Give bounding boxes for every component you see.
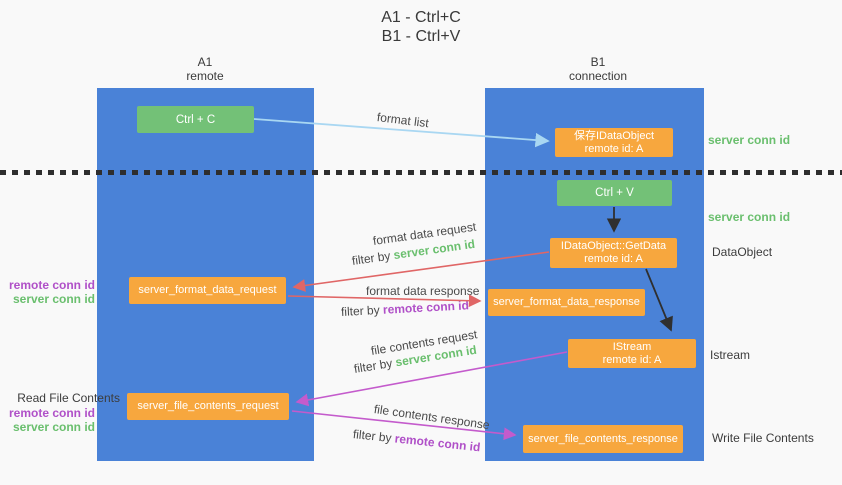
- title-line-2: B1 - Ctrl+V: [381, 28, 461, 45]
- label-block-conn-ids-bottom: remote conn id server conn id: [0, 406, 95, 434]
- column-header-a1: A1 remote: [135, 55, 275, 83]
- label-server-conn-id-mid-right: server conn id: [708, 210, 791, 224]
- filter-by-text: filter by: [351, 248, 395, 268]
- copy-paste-phase-divider: [0, 170, 842, 175]
- node-format-request-label: server_format_data_request: [138, 284, 277, 296]
- node-server-format-data-response: server_format_data_response: [488, 289, 645, 316]
- column-b1-name: B1: [590, 55, 606, 69]
- column-header-b1: B1 connection: [528, 55, 668, 83]
- remote-conn-id-text: remote conn id: [382, 298, 470, 317]
- remote-conn-id-text: remote conn id: [394, 431, 482, 455]
- caption-format-data-response: format data response: [366, 284, 480, 298]
- node-istream-line1: IStream: [612, 340, 652, 353]
- node-server-file-contents-response: server_file_contents_response: [523, 425, 683, 453]
- node-format-response-label: server_format_data_response: [493, 296, 640, 308]
- caption-filter-by-remote-conn-id-1: filter by remote conn id: [341, 298, 470, 319]
- label-remote-conn-id-bottom: remote conn id: [8, 406, 95, 420]
- column-a1-subtitle: remote: [186, 69, 224, 83]
- column-a1-name: A1: [197, 55, 213, 69]
- label-server-conn-id-bottom-left: server conn id: [12, 420, 95, 434]
- label-server-conn-id-mid-left: server conn id: [12, 292, 95, 306]
- filter-by-text: filter by: [352, 427, 396, 446]
- filter-by-text: filter by: [352, 355, 397, 376]
- node-server-file-contents-request: server_file_contents_request: [127, 393, 289, 420]
- column-b1-subtitle: connection: [568, 69, 628, 83]
- label-dataobject: DataObject: [712, 245, 773, 259]
- caption-filter-by-remote-conn-id-2: filter by remote conn id: [352, 427, 481, 454]
- label-remote-conn-id-mid: remote conn id: [8, 278, 95, 292]
- node-istream-line2: remote id: A: [602, 353, 662, 366]
- filter-by-text: filter by: [340, 302, 384, 319]
- node-getdata-line2: remote id: A: [584, 253, 643, 265]
- caption-file-contents-response: file contents response: [373, 402, 491, 433]
- label-read-file-contents: Read File Contents: [17, 391, 120, 405]
- node-server-format-data-request: server_format_data_request: [129, 277, 286, 304]
- node-save-idataobject: 保存IDataObject remote id: A: [555, 128, 673, 157]
- label-write-file-contents: Write File Contents: [712, 431, 814, 445]
- label-block-conn-ids-mid: remote conn id server conn id: [0, 278, 95, 306]
- title-line-1: A1 - Ctrl+C: [381, 9, 461, 26]
- diagram-title: A1 - Ctrl+C B1 - Ctrl+V: [0, 8, 842, 46]
- node-ctrl-v-label: Ctrl + V: [595, 187, 634, 199]
- node-file-request-label: server_file_contents_request: [137, 400, 279, 412]
- node-idataobject-getdata: IDataObject::GetData remote id: A: [550, 238, 677, 268]
- node-getdata-line1: IDataObject::GetData: [560, 240, 667, 252]
- node-save-idataobject-line2: remote id: A: [584, 142, 644, 155]
- caption-format-list: format list: [376, 110, 430, 131]
- node-ctrl-c-label: Ctrl + C: [175, 113, 216, 126]
- node-istream: IStream remote id: A: [568, 339, 696, 368]
- label-server-conn-id-top-right: server conn id: [708, 133, 791, 147]
- node-file-response-label: server_file_contents_response: [528, 432, 678, 445]
- label-istream: Istream: [710, 348, 751, 362]
- node-ctrl-v: Ctrl + V: [557, 180, 672, 206]
- node-ctrl-c: Ctrl + C: [137, 106, 254, 133]
- node-save-idataobject-line1: 保存IDataObject: [573, 129, 655, 142]
